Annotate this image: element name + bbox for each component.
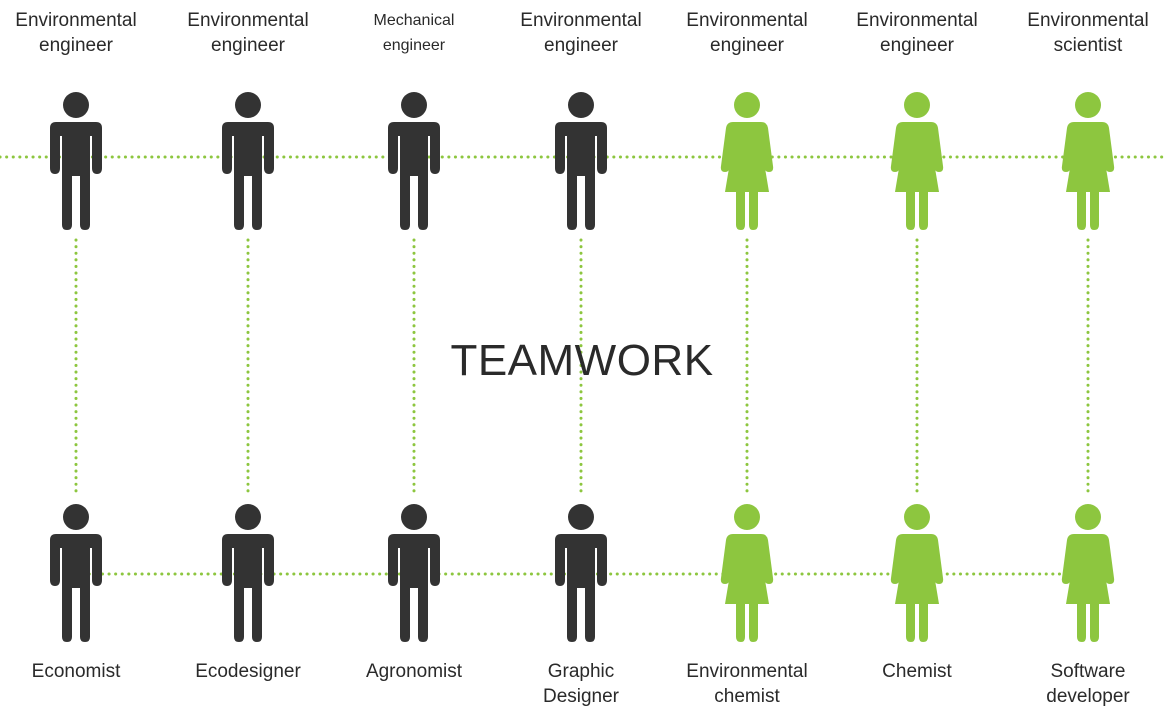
female-figure-icon <box>711 504 783 644</box>
bottom-role-label: Ecodesigner <box>173 659 323 684</box>
female-figure-icon <box>881 92 953 232</box>
role-label-line1: Environmental <box>1027 10 1149 31</box>
male-figure-icon <box>378 92 450 232</box>
role-label-line1: Graphic <box>547 661 615 682</box>
role-label-line1: Environmental <box>686 661 808 682</box>
role-label-line2: scientist <box>1053 35 1123 56</box>
top-role-label: Environmental engineer <box>173 8 323 58</box>
bottom-role-label: Software developer <box>1013 659 1163 709</box>
role-label-line2: engineer <box>544 35 618 56</box>
role-label-line2: engineer <box>880 35 954 56</box>
role-label-line1: Environmental <box>856 10 978 31</box>
female-figure-icon <box>881 504 953 644</box>
female-figure-icon <box>711 92 783 232</box>
role-label-line2: developer <box>1046 686 1130 707</box>
male-figure-icon <box>40 92 112 232</box>
female-figure-icon <box>1052 92 1124 232</box>
male-figure-icon <box>545 92 617 232</box>
diagram-title: TEAMWORK <box>450 336 714 385</box>
role-label-line1: Software <box>1050 661 1126 682</box>
role-label-line1: Environmental <box>686 10 808 31</box>
role-label-line2: engineer <box>710 35 784 56</box>
role-label-line2: engineer <box>211 35 285 56</box>
role-label-line2: engineer <box>382 37 446 54</box>
bottom-role-label: Environmental chemist <box>672 659 822 709</box>
role-label-line1: Ecodesigner <box>195 661 301 682</box>
top-role-label: Environmental scientist <box>1013 8 1163 58</box>
role-label-line1: Environmental <box>520 10 642 31</box>
top-role-label: Environmental engineer <box>1 8 151 58</box>
top-role-label: Environmental engineer <box>842 8 992 58</box>
female-figure-icon <box>1052 504 1124 644</box>
role-label-line1: Chemist <box>882 661 952 682</box>
top-role-label: Environmental engineer <box>506 8 656 58</box>
bottom-role-label: Economist <box>1 659 151 684</box>
male-figure-icon <box>212 92 284 232</box>
top-role-label: Mechanical engineer <box>339 8 489 58</box>
role-label-line1: Mechanical <box>373 12 455 29</box>
bottom-role-label: Chemist <box>842 659 992 684</box>
role-label-line1: Environmental <box>15 10 137 31</box>
role-label-line1: Economist <box>31 661 121 682</box>
role-label-line1: Agronomist <box>365 661 463 682</box>
male-figure-icon <box>378 504 450 644</box>
role-label-line2: engineer <box>39 35 113 56</box>
male-figure-icon <box>212 504 284 644</box>
role-label-line1: Environmental <box>187 10 309 31</box>
top-role-label: Environmental engineer <box>672 8 822 58</box>
male-figure-icon <box>40 504 112 644</box>
bottom-role-label: Agronomist <box>339 659 489 684</box>
role-label-line2: chemist <box>714 686 780 707</box>
role-label-line2: Designer <box>542 686 620 707</box>
male-figure-icon <box>545 504 617 644</box>
